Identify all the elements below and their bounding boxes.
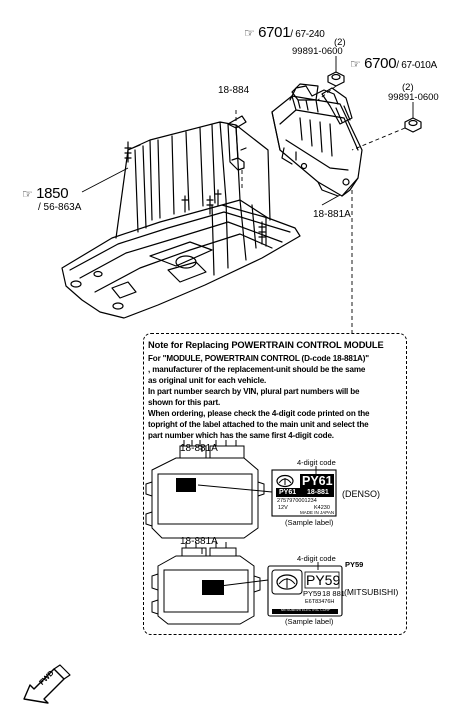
module-part-number[interactable]: 18-881A — [313, 209, 351, 220]
denso-label-line4: MADE IN JAPAN — [300, 510, 335, 515]
bracket-part-number[interactable]: 18-884 — [218, 85, 250, 96]
denso-unit-ref: 18-881A — [180, 443, 218, 454]
note-line: , manufacturer of the replacement-unit s… — [148, 365, 366, 374]
mitsubishi-side-code: PY59 — [345, 560, 364, 569]
note-line: In part number search by VIN, plural par… — [148, 387, 360, 396]
mitsubishi-label-line2: E6T83476H — [305, 599, 335, 605]
denso-label-line3-a: 12V — [278, 505, 288, 511]
note-line: topright of the label attached to the ma… — [148, 420, 369, 429]
note-line: For "MODULE, POWERTRAIN CONTROL (D-code … — [148, 354, 369, 363]
nut-b-qty: (2) — [402, 82, 414, 93]
fwd-arrow-icon — [23, 664, 71, 704]
nut-b-part-number[interactable]: 99891-0600 — [388, 92, 439, 103]
note-line: as original unit for each vehicle. — [148, 376, 267, 385]
callout-1850[interactable]: ☞ 1850 — [22, 185, 69, 202]
nut-a-qty: (2) — [334, 37, 346, 48]
exploded-view-drawing — [61, 56, 422, 335]
denso-caption: (Sample label) — [285, 518, 334, 527]
note-title: Note for Replacing POWERTRAIN CONTROL MO… — [148, 340, 384, 350]
note-line: shown for this part. — [148, 398, 221, 407]
denso-label-line3-b: K4230 — [314, 505, 330, 511]
mitsubishi-unit-ref: 18-881A — [180, 536, 218, 547]
mitsubishi-caption: (Sample label) — [285, 617, 334, 626]
tray-stud-mid — [206, 195, 214, 215]
bracket — [227, 115, 247, 171]
denso-code: PY61 — [302, 474, 333, 488]
pointing-hand-icon: ☞ — [22, 187, 33, 201]
callout-1850-suffix: / 56-863A — [38, 202, 82, 213]
nut-a-part-number[interactable]: 99891-0600 — [292, 46, 343, 57]
note-box — [143, 333, 407, 635]
tray-rear-wall — [115, 121, 271, 239]
mitsubishi-maker: (MITSUBISHI) — [344, 587, 399, 597]
note-line: part number which has the same first 4-d… — [148, 431, 334, 440]
denso-label-line1-b: 18-881 — [307, 489, 329, 496]
mitsubishi-label-line1-a: PY59 — [303, 589, 322, 598]
tray-front-lip — [69, 211, 291, 271]
pcm-connector-right — [321, 87, 353, 125]
tray-stud-left — [124, 141, 132, 163]
note-line: When ordering, please check the 4-digit … — [148, 409, 370, 418]
denso-code-label: 4-digit code — [297, 458, 336, 467]
denso-label-line1-a: PY61 — [279, 489, 297, 496]
mitsubishi-code-label: 4-digit code — [297, 554, 336, 563]
pointing-hand-icon: ☞ — [350, 57, 361, 71]
denso-label-line2: 2757970001234 — [277, 498, 317, 504]
tray-base — [61, 204, 301, 319]
pcm-connector-left — [291, 83, 319, 101]
callout-6701[interactable]: ☞ 6701/ 67-240 — [244, 24, 325, 41]
mitsubishi-code: PY59 — [306, 572, 341, 588]
mitsubishi-label-line3: MITSUBISHI ELECTRIC CORP — [281, 608, 331, 612]
callout-6700[interactable]: ☞ 6700/ 67-010A — [350, 55, 437, 72]
denso-maker: (DENSO) — [342, 489, 380, 499]
mitsubishi-label-line1-b: 18 881 — [322, 589, 345, 598]
pointing-hand-icon: ☞ — [244, 26, 255, 40]
tray-stud-right — [258, 221, 266, 245]
